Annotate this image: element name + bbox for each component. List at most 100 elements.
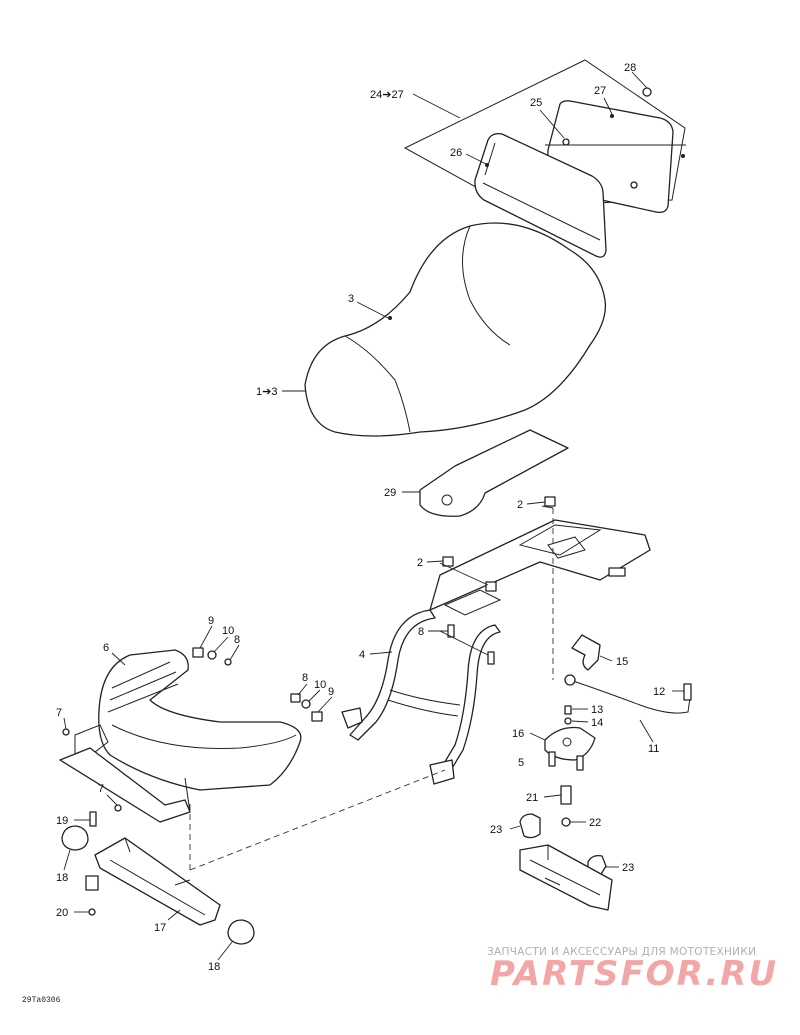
screw-5-left	[548, 751, 556, 767]
bolt-8-lower	[290, 693, 301, 703]
callout-18-left: 18	[56, 872, 68, 884]
backrest-cushion	[474, 132, 607, 258]
screw-25-right	[630, 181, 638, 189]
frame-right-rail	[439, 624, 501, 776]
callout-10-upper: 10	[222, 625, 234, 637]
screw-5-right	[576, 755, 584, 771]
frame-plate-detail	[443, 524, 602, 616]
seat-rail-group	[61, 811, 255, 945]
callout-26: 26	[450, 147, 462, 159]
seat-group	[304, 222, 607, 437]
nut-2-left	[442, 556, 454, 567]
callout-8-frame: 8	[418, 626, 424, 638]
bolt-8-frame-right	[487, 651, 495, 665]
frame-rear-bumper	[608, 567, 626, 577]
callout-12: 12	[653, 686, 665, 698]
rubber-bumper-18-right	[227, 919, 255, 945]
callout-18-right: 18	[208, 961, 220, 973]
bolt-19	[89, 811, 97, 827]
nut-2-right	[485, 581, 497, 592]
screw-7-upper	[62, 728, 70, 736]
callout-2-top: 2	[517, 499, 523, 511]
lower-bracket-detail	[529, 845, 601, 896]
washer-10-upper	[207, 650, 217, 660]
seat-rail-17	[94, 837, 221, 926]
seat-side-line-2	[462, 225, 511, 346]
callout-29: 29	[384, 487, 396, 499]
callout-20: 20	[56, 907, 68, 919]
frame-cross-bar	[387, 689, 461, 717]
drawing-code: 29Ta0306	[22, 996, 61, 1005]
callout-8-lower: 8	[302, 672, 308, 684]
watermark-logo: PARTSFOR.RU	[490, 954, 778, 994]
callout-28: 28	[624, 62, 636, 74]
assembly-line-frame-to-rail	[189, 508, 554, 871]
nut-2-top	[544, 496, 556, 507]
frame-rear-plate	[429, 519, 651, 611]
nut-22	[561, 817, 571, 827]
seat-cover-marker	[388, 316, 392, 320]
rear-rack-body	[98, 649, 302, 791]
callout-25: 25	[530, 97, 542, 109]
callout-4: 4	[359, 649, 365, 661]
latch-cable-11	[569, 679, 691, 714]
seat-pad	[419, 429, 569, 517]
callout-8-upper: 8	[234, 634, 240, 646]
bumper-23-left	[519, 813, 541, 839]
backrest-cushion-seam	[482, 142, 601, 241]
spacer-13	[564, 705, 572, 715]
seat-cushion	[304, 222, 607, 437]
nut-28	[642, 87, 652, 97]
seat-pad-hole	[441, 494, 453, 506]
callout-9-lower: 9	[328, 686, 334, 698]
callout-2-left: 2	[417, 557, 423, 569]
callout-10-lower: 10	[314, 679, 326, 691]
callout-23-right: 23	[622, 862, 634, 874]
seat-rail-detail	[109, 837, 206, 916]
washer-10-lower	[301, 699, 311, 709]
bushing-9-upper	[192, 647, 204, 658]
seat-frame-group	[341, 496, 651, 785]
callout-21: 21	[526, 792, 538, 804]
nut-14	[564, 717, 572, 725]
callout-15: 15	[616, 656, 628, 668]
callout-23-left: 23	[490, 824, 502, 836]
rack-bracket-lower	[59, 747, 191, 823]
callout-16: 16	[512, 728, 524, 740]
callout-1-3: 1➔3	[256, 386, 277, 398]
latch-plate-hole	[562, 737, 572, 747]
callout-19: 19	[56, 815, 68, 827]
clip-20	[85, 875, 99, 891]
rubber-bumper-18-left	[61, 825, 89, 851]
frame-left-rail	[349, 609, 436, 741]
backrest-kit-group	[403, 59, 686, 258]
frame-mount-bracket-right	[429, 759, 455, 785]
stud-21	[560, 785, 572, 805]
frame-mount-bracket-left	[341, 707, 363, 729]
latch-spring-15	[571, 634, 601, 671]
callout-7-lower: 7	[98, 783, 104, 795]
callout-7-upper: 7	[56, 707, 62, 719]
callout-14: 14	[591, 717, 603, 729]
callout-27: 27	[594, 85, 606, 97]
screw-7-lower	[114, 804, 122, 812]
leader-lines	[63, 71, 684, 961]
callout-6: 6	[103, 642, 109, 654]
callout-5: 5	[518, 757, 524, 769]
washer-27	[610, 114, 614, 118]
lower-bracket-group	[519, 785, 613, 911]
nut-20	[88, 908, 96, 916]
bushing-9-lower	[311, 711, 323, 722]
rear-rack-rails	[107, 661, 297, 749]
watermark-tagline: ЗАПЧАСТИ И АКСЕССУАРЫ ДЛЯ МОТОТЕХНИКИ	[487, 946, 756, 958]
callout-22: 22	[589, 817, 601, 829]
callout-3: 3	[348, 293, 354, 305]
cable-end	[564, 674, 576, 686]
callout-9-upper: 9	[208, 615, 214, 627]
washer-27-right	[681, 154, 685, 158]
callout-17: 17	[154, 922, 166, 934]
callout-labels: 28 24➔27 27 25 26 3 1➔3 29 2 2 8 4 9 10 …	[56, 62, 665, 973]
pin-12	[683, 683, 692, 701]
